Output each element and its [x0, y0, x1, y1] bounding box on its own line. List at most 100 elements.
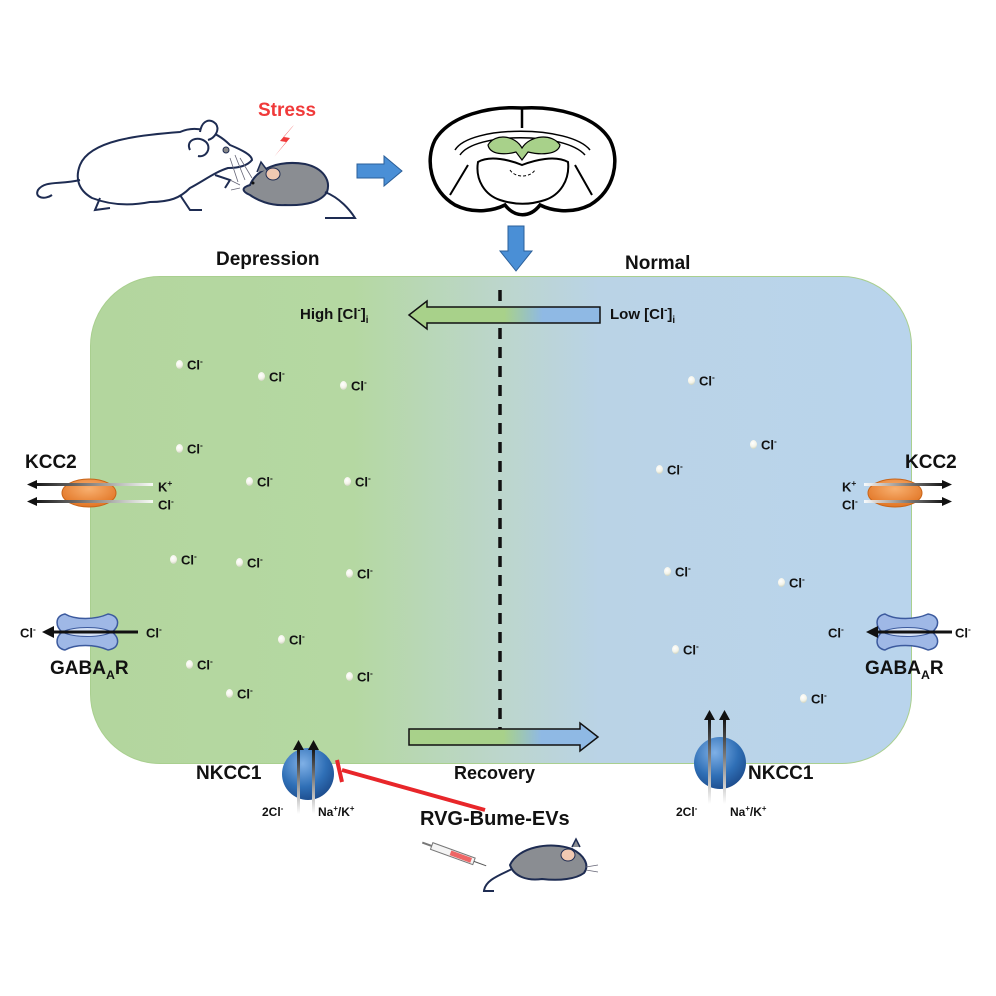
ion-dot-icon: [346, 671, 353, 681]
ion-dot-icon: [226, 688, 233, 698]
treatment-label: RVG-Bume-EVs: [420, 808, 570, 830]
ion-label: Cl-: [289, 631, 305, 648]
ion-label: Cl-: [237, 685, 253, 702]
ion-label: Cl-: [181, 551, 197, 568]
ion-dot-icon: [672, 644, 679, 654]
ion-label: Cl-: [761, 436, 777, 453]
chloride-ion: Cl-: [278, 631, 305, 647]
ion-label: Cl-: [789, 574, 805, 591]
nkcc1-label-right: NKCC1: [748, 763, 814, 784]
ion-dot-icon: [778, 577, 785, 587]
ion-label: Cl-: [357, 565, 373, 582]
chloride-ion: Cl-: [340, 377, 367, 393]
ion-dot-icon: [750, 439, 757, 449]
ion-dot-icon: [346, 568, 353, 578]
k-ion-label-left: K+: [158, 478, 173, 495]
chloride-ion: Cl-: [344, 473, 371, 489]
ion-label: Cl-: [247, 554, 263, 571]
na-k-label-left: Na+/K+: [318, 804, 355, 819]
two-cl-label-right: 2Cl-: [676, 804, 698, 819]
low-chloride-label: Low [Cl-]i: [610, 305, 676, 326]
two-cl-label-left: 2Cl-: [262, 804, 284, 819]
kcc2-transporter-right: [864, 478, 952, 508]
lightning-bolt-icon: [274, 125, 294, 157]
ion-label: Cl-: [351, 377, 367, 394]
ion-dot-icon: [340, 380, 347, 390]
treated-mouse-illustration: [482, 837, 599, 892]
chloride-ion: Cl-: [346, 668, 373, 684]
white-rat-illustration: [36, 119, 254, 212]
chloride-ion: Cl-: [176, 356, 203, 372]
high-chloride-label: High [Cl-]i: [300, 305, 369, 326]
gabaa-receptor-label-left: GABAAR: [50, 658, 129, 682]
gabaa-receptor-left: [42, 613, 138, 651]
k-ion-label-right: K+: [842, 478, 857, 495]
ion-label: Cl-: [667, 461, 683, 478]
ion-dot-icon: [170, 554, 177, 564]
ion-label: Cl-: [675, 563, 691, 580]
ion-dot-icon: [186, 659, 193, 669]
kcc2-transporter-left: [27, 478, 153, 508]
gabaa-receptor-label-right: GABAAR: [865, 658, 944, 682]
chloride-ion: Cl-: [186, 656, 213, 672]
ion-dot-icon: [664, 566, 671, 576]
depression-title: Depression: [216, 249, 320, 270]
ion-label: Cl-: [357, 668, 373, 685]
stressed-mouse-illustration: [229, 160, 357, 219]
chloride-gradient-arrow: [407, 299, 601, 331]
ion-dot-icon: [258, 371, 265, 381]
ion-label: Cl-: [187, 356, 203, 373]
recovery-label: Recovery: [454, 763, 536, 783]
chloride-ion: Cl-: [236, 554, 263, 570]
cl-ion-label-left: Cl-: [158, 496, 174, 513]
chloride-ion: Cl-: [800, 690, 827, 706]
recovery-arrow: [408, 721, 600, 753]
ion-dot-icon: [236, 557, 243, 567]
chloride-ion: Cl-: [346, 565, 373, 581]
nkcc1-transporter-right: [694, 710, 746, 804]
chloride-ion: Cl-: [664, 563, 691, 579]
ion-dot-icon: [176, 359, 183, 369]
chloride-ion: Cl-: [246, 473, 273, 489]
chloride-ion: Cl-: [258, 368, 285, 384]
gabaa-receptor-right: [866, 613, 952, 651]
kcc2-label-left: KCC2: [25, 452, 77, 473]
nkcc1-transporter-left: [282, 740, 334, 814]
ion-dot-icon: [656, 464, 663, 474]
chloride-ion: Cl-: [176, 440, 203, 456]
ion-label: Cl-: [187, 440, 203, 457]
chloride-ion: Cl-: [226, 685, 253, 701]
cl-ion-outside-left: Cl-: [20, 624, 36, 641]
normal-title: Normal: [625, 253, 691, 274]
chloride-ion: Cl-: [688, 372, 715, 388]
chloride-ion: Cl-: [750, 436, 777, 452]
ion-label: Cl-: [811, 690, 827, 707]
chloride-ion: Cl-: [778, 574, 805, 590]
ion-dot-icon: [688, 375, 695, 385]
chloride-ion: Cl-: [170, 551, 197, 567]
inhibition-line: [335, 759, 486, 812]
ion-label: Cl-: [699, 372, 715, 389]
cl-ion-inside-right: Cl-: [828, 624, 844, 641]
nkcc1-label-left: NKCC1: [196, 763, 262, 784]
divider-dashed-line: [498, 290, 502, 740]
arrow-right-icon: [356, 154, 403, 188]
stress-label: Stress: [258, 100, 317, 121]
ion-dot-icon: [278, 634, 285, 644]
ion-label: Cl-: [257, 473, 273, 490]
ion-label: Cl-: [197, 656, 213, 673]
ion-label: Cl-: [683, 641, 699, 658]
na-k-label-right: Na+/K+: [730, 804, 767, 819]
ion-dot-icon: [800, 693, 807, 703]
cl-ion-label-right: Cl-: [842, 496, 858, 513]
ion-dot-icon: [176, 443, 183, 453]
chloride-ion: Cl-: [672, 641, 699, 657]
ion-label: Cl-: [355, 473, 371, 490]
ion-label: Cl-: [269, 368, 285, 385]
cl-ion-inside-left: Cl-: [146, 624, 162, 641]
chloride-ion: Cl-: [656, 461, 683, 477]
ion-dot-icon: [344, 476, 351, 486]
ion-dot-icon: [246, 476, 253, 486]
syringe-icon: [421, 841, 487, 867]
arrow-down-icon: [498, 225, 534, 272]
